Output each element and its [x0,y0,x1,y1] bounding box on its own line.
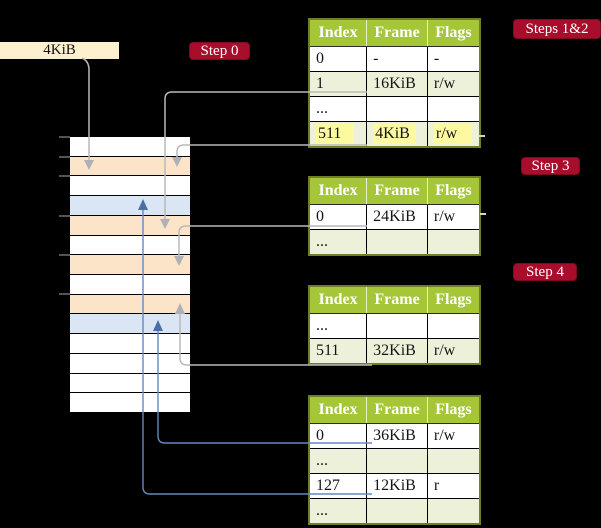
table-header-cell: Flags [426,286,480,314]
memory-frame-row [70,313,190,334]
memory-frame-row [70,372,190,393]
table-row: 511 4KiB r/w [309,121,480,147]
table-cell: 511 [309,121,367,147]
highlighted-value: 511 [316,124,354,144]
page-size-label: 4KiB [43,42,76,58]
table-row: ... [309,313,480,339]
table-cell [426,96,480,122]
table-header-cell: Flags [426,177,480,205]
table-cell [426,448,480,474]
memory-tick-marks [59,136,70,295]
table-header-cell: Flags [426,19,480,47]
table-header-cell: Frame [366,286,428,314]
steps-1-2-label: Steps 1&2 [513,19,601,39]
table-cell: - [426,46,480,72]
table-cell: 32KiB [366,338,428,364]
page-size-box: 4KiB [0,42,119,59]
step-4-label: Step 4 [513,263,577,281]
arrow-pt1-index511-to-frame-4kib [172,144,367,167]
table-cell: 36KiB [366,423,428,449]
table-cell [366,96,428,122]
memory-frame-row [70,333,190,353]
table-cell: 0 [309,46,367,72]
memory-frame-row [70,155,190,176]
table-cell: 127 [309,473,367,499]
table-header-cell: Index [309,177,367,205]
table-cell: r/w [426,204,480,230]
table-cell: ... [309,96,367,122]
table-row: ... [309,448,480,474]
table-header-cell: Frame [366,396,428,424]
table-row: 0-- [309,46,480,72]
table-cell: 12KiB [366,473,428,499]
memory-frame-row [70,254,190,275]
memory-frame-row [70,234,190,255]
memory-stack [70,137,190,413]
table-cell: ... [309,498,367,524]
table-cell [426,498,480,524]
table-cell: ... [309,229,367,255]
table-header-cell: Index [309,19,367,47]
table-cell: 1 [309,71,367,97]
table-header-cell: Flags [426,396,480,424]
table-header-cell: Index [309,286,367,314]
table-cell: r/w [426,423,480,449]
table-cell: 0 [309,423,367,449]
highlighted-value: r/w [433,124,472,144]
table-cell: 0 [309,204,367,230]
table-cell [426,229,480,255]
step-3-label: Step 3 [521,157,580,175]
step-0-label: Step 0 [189,42,250,60]
table-cell: r/w [426,338,480,364]
table-cell: r/w [426,71,480,97]
memory-frame-row [70,392,190,413]
memory-frame-row [70,274,190,294]
memory-frame-row [70,195,190,215]
table-cell: 4KiB [366,121,428,147]
table-cell: r/w [426,121,480,147]
memory-frame-row [70,214,190,235]
memory-frame-row [70,352,190,373]
highlighted-value: 4KiB [373,124,416,144]
memory-frame-row [70,293,190,314]
table-cell [426,313,480,339]
table-row: ... [309,498,480,524]
table-row: ... [309,229,480,255]
table-header-cell: Frame [366,177,428,205]
table-cell [366,313,428,339]
table-cell [366,448,428,474]
memory-frame-row [70,175,190,196]
memory-frame-row [70,137,190,156]
table-cell: 511 [309,338,367,364]
table-cell: ... [309,448,367,474]
table-row: ... [309,96,480,122]
table-cell: ... [309,313,367,339]
table-cell: r [426,473,480,499]
table-header-cell: Index [309,396,367,424]
table-cell [366,229,428,255]
table-cell: 24KiB [366,204,428,230]
table-cell [366,498,428,524]
table-cell: 16KiB [366,71,428,97]
table-cell: - [366,46,428,72]
table-header-cell: Frame [366,19,428,47]
